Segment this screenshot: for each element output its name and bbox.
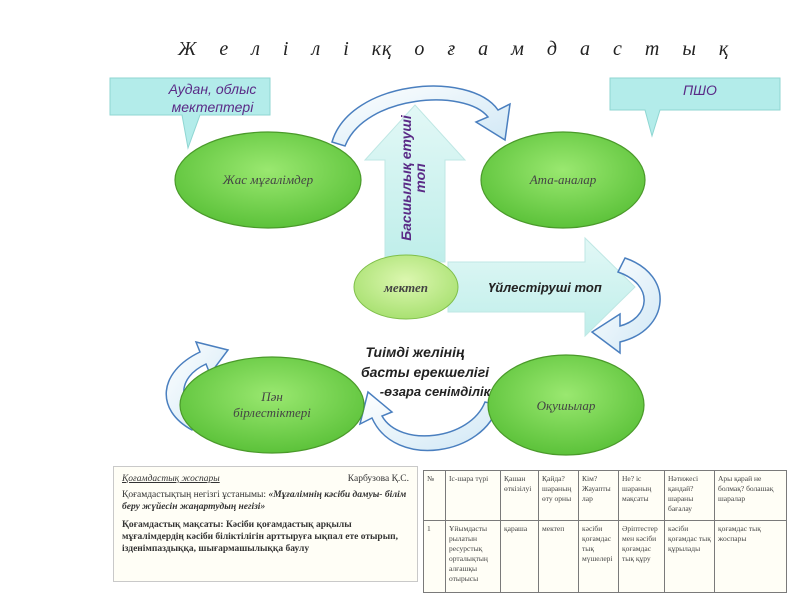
community-plan-doc: Қоғамдастық жоспары Карбузова Қ.С. Қоғам… <box>113 466 418 582</box>
goal-label: Қоғамдастық мақсаты: <box>122 520 224 530</box>
table-header-cell: Не? іс шараның мақсаты <box>618 470 665 521</box>
table-cell: қараша <box>500 520 539 593</box>
table-cell: Әріптестер мен кәсіби қоғамдас тық құру <box>618 520 665 593</box>
title-left-word: Ж е л і л і к <box>178 38 391 60</box>
center-text-line3: -өзара сенімділік <box>379 384 491 399</box>
table-header-cell: Іс-шара түрі <box>445 470 501 521</box>
table-header-cell: Нәтижесі қандай? шараны бағалау <box>664 470 715 521</box>
subject-associations-label: Пән бірлестіктері <box>233 389 311 420</box>
table-header-row: № Іс-шара түрі Қашан өткізілуі Қайда? ша… <box>423 470 787 521</box>
plan-label: Қоғамдастық жоспары <box>122 474 220 484</box>
goal-value: Кәсіби қоғамдастық арқылы мұғалімдердің … <box>122 520 398 554</box>
curved-arrow-top <box>331 85 511 147</box>
students-ellipse <box>487 354 645 456</box>
table-header-cell: № <box>423 470 446 521</box>
table-cell: Ұйымдасты рылатын ресурстық орталықтың а… <box>445 520 501 593</box>
table-row: 1 Ұйымдасты рылатын ресурстық орталықтың… <box>423 520 787 593</box>
coordinating-group-arrow <box>447 236 636 338</box>
school-ellipse <box>353 254 459 320</box>
table-header-cell: Қашан өткізілуі <box>500 470 539 521</box>
table-header-cell: Ары қарай не болмақ? болашақ шаралар <box>714 470 787 521</box>
school-label: мектеп <box>383 280 429 295</box>
subject-associations-ellipse <box>179 356 365 454</box>
curved-arrow-right <box>590 257 661 355</box>
leading-group-label: Басшылық етуші топ <box>398 115 428 241</box>
table-header-cell: Кім? Жауапты лар <box>578 470 619 521</box>
pshu-callout-text: ПШО <box>683 82 717 98</box>
pshu-callout-shape <box>609 77 781 138</box>
young-teachers-label: Жас мұғалімдер <box>222 172 314 187</box>
district-callout-shape <box>109 77 271 150</box>
table-cell: мектеп <box>538 520 579 593</box>
coordinating-group-label: Үйлестіруші топ <box>488 280 602 295</box>
curved-arrow-bottom <box>358 390 499 452</box>
parents-label: Ата-аналар <box>529 172 597 187</box>
table-cell: 1 <box>423 520 446 593</box>
center-text-line2: басты ерекшелігі <box>360 364 490 380</box>
students-label: Оқушылар <box>536 398 596 413</box>
district-callout-text: Аудан, облыс мектептері <box>168 81 257 115</box>
community-plan-table: № Іс-шара түрі Қашан өткізілуі Қайда? ша… <box>423 470 787 593</box>
young-teachers-ellipse <box>174 131 362 229</box>
diagram-title: Ж е л і л і к қ о ғ а м д а с т ы қ <box>0 38 800 68</box>
table-cell: қоғамдас тық жоспары <box>714 520 787 593</box>
table-cell: кәсіби қоғамдас тық мүшелері <box>578 520 619 593</box>
title-right-word: қ о ғ а м д а с т ы қ <box>382 38 738 60</box>
table-cell: кәсіби қоғамдас тық құрылады <box>664 520 715 593</box>
parents-ellipse <box>480 131 646 229</box>
principle-value: «Мұғалімнің кәсіби дамуы- білім беру жүй… <box>122 490 407 512</box>
center-text-line1: Тиімді желінің <box>365 344 465 360</box>
plan-author: Карбузова Қ.С. <box>347 474 409 484</box>
table-header-cell: Қайда? шараның өту орны <box>538 470 579 521</box>
principle-label: Қоғамдастықтың негізгі ұстанымы: <box>122 490 267 500</box>
leading-group-arrow <box>363 104 467 263</box>
